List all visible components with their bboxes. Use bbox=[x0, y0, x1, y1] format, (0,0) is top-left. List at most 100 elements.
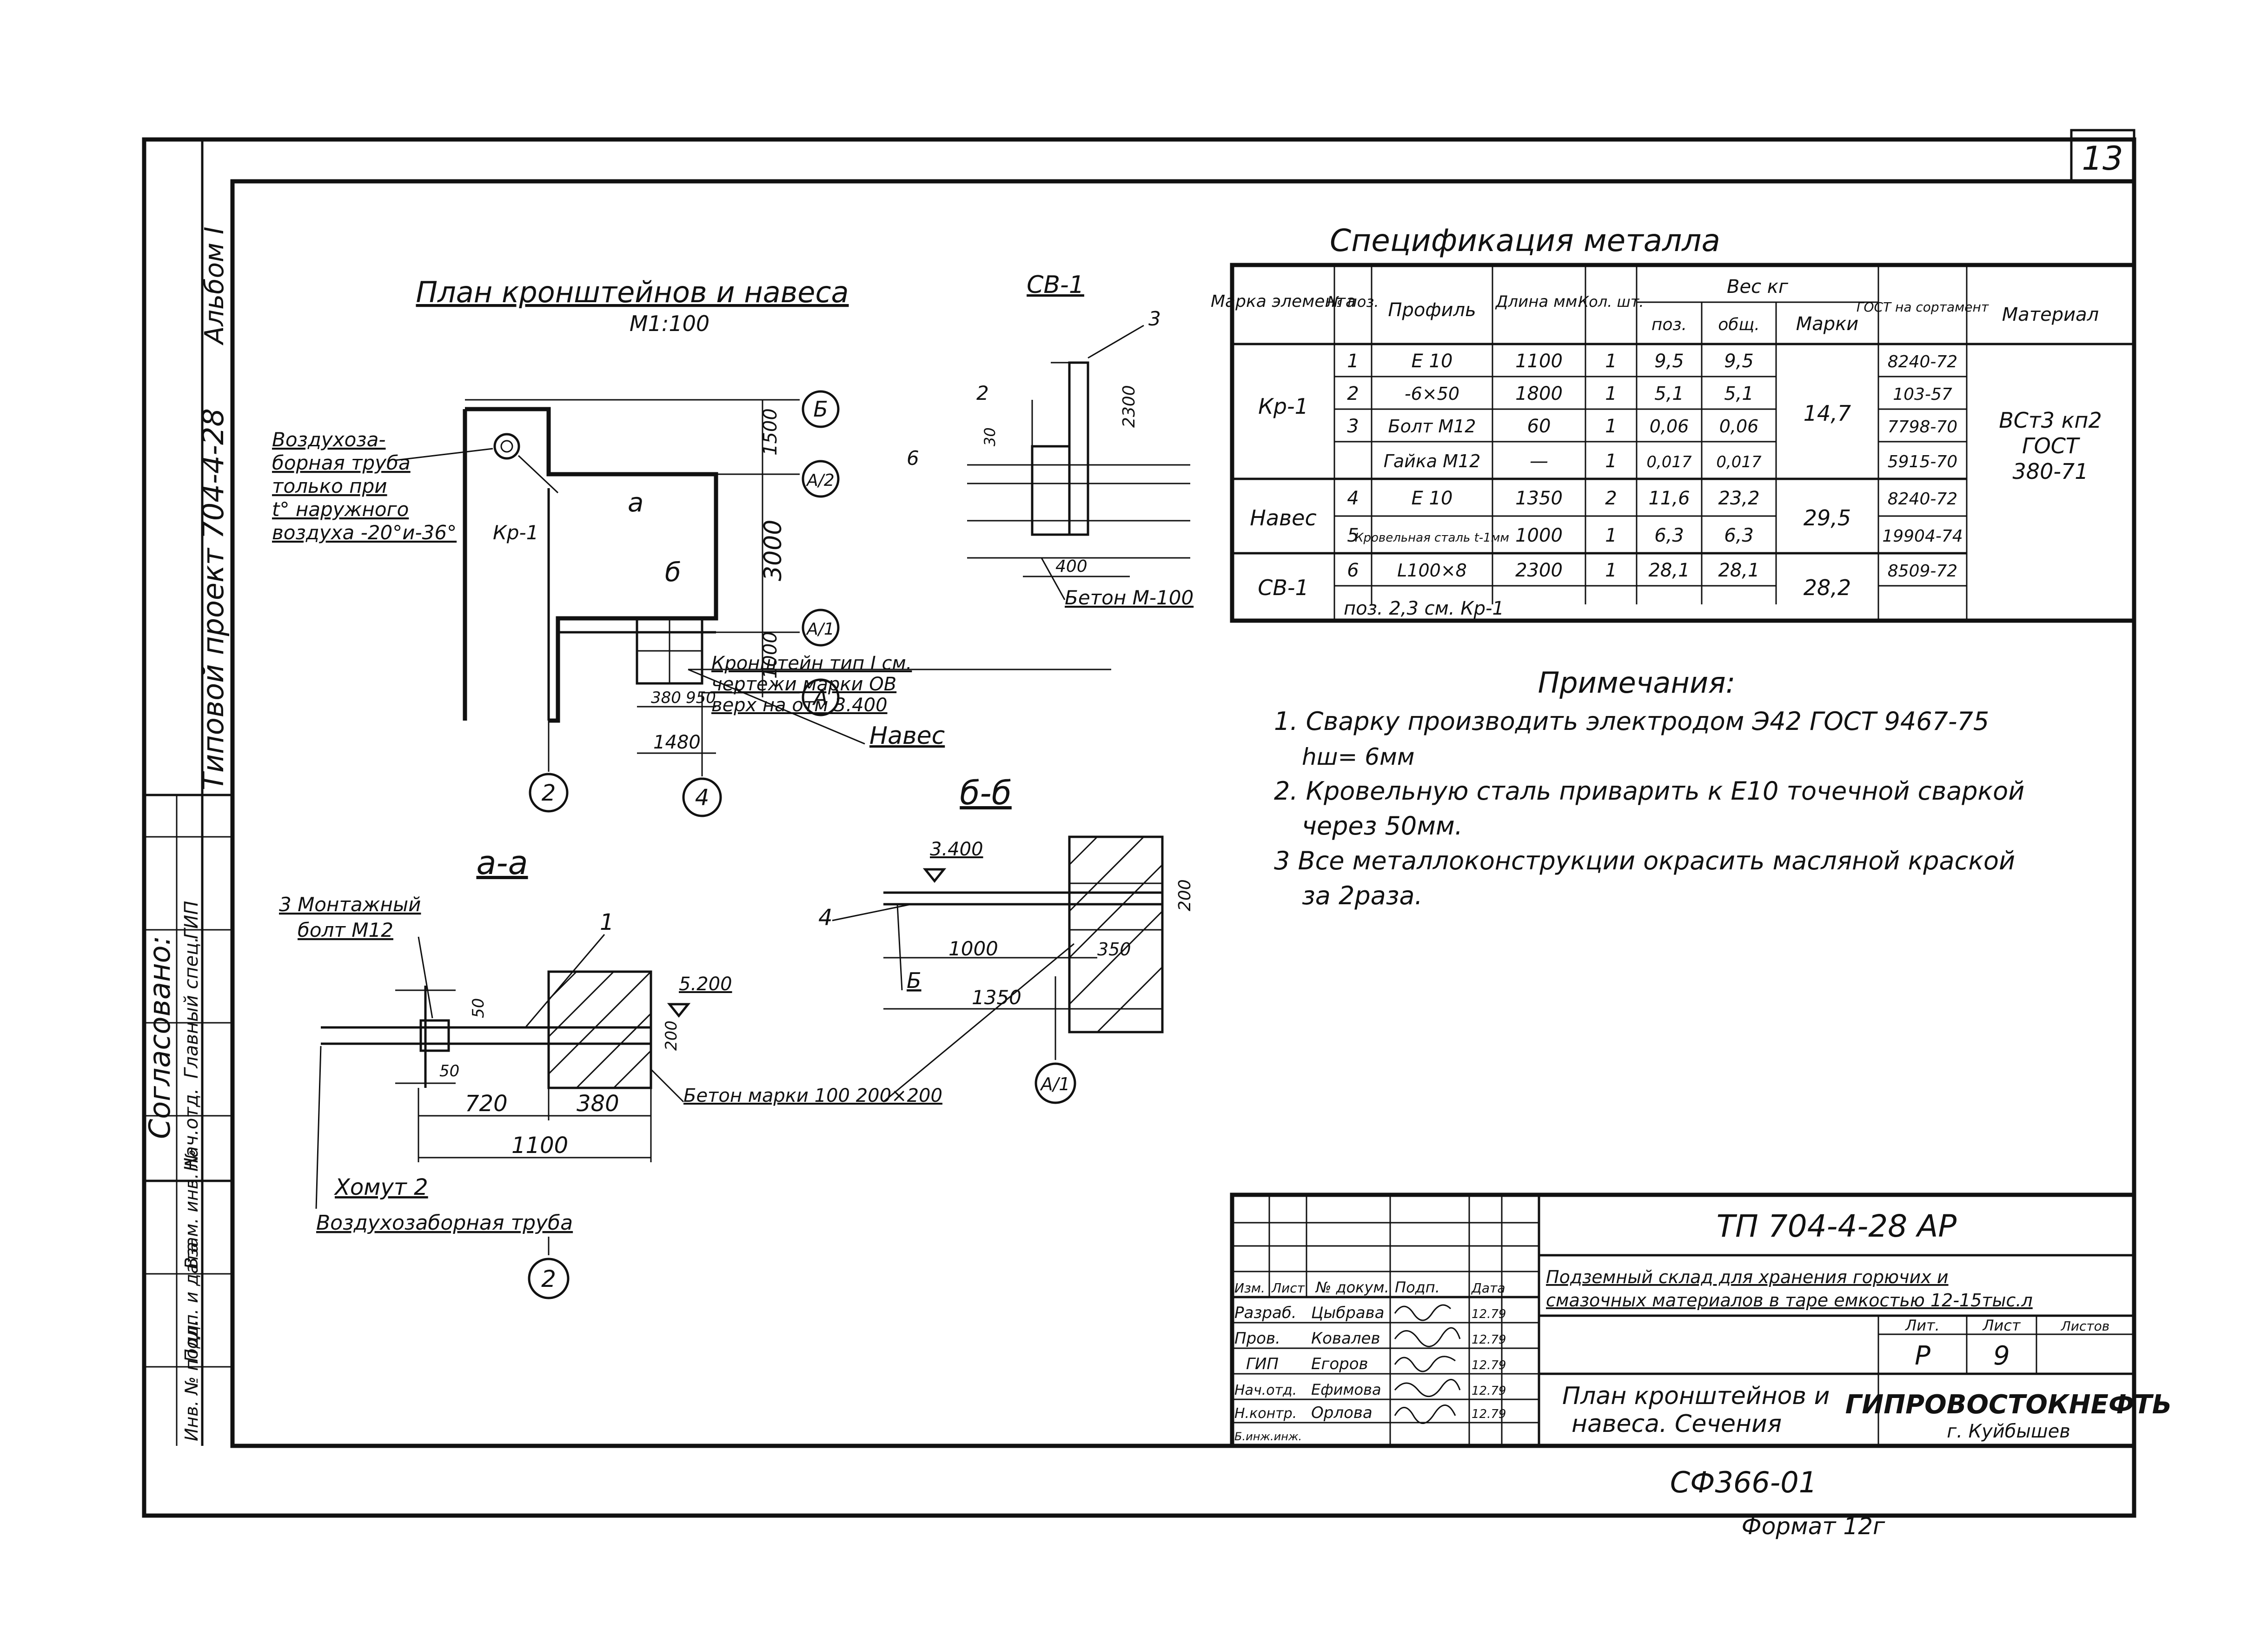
cell-pos: 4 bbox=[1347, 488, 1359, 509]
spec-wmark-sv1: 28,2 bbox=[1804, 575, 1851, 600]
role-5: Н.контр. bbox=[1234, 1405, 1297, 1422]
role-6: Б.инж.инж. bbox=[1234, 1430, 1302, 1443]
cell-pos: 1 bbox=[1347, 351, 1359, 372]
spec-title: Спецификация металла bbox=[1330, 223, 1720, 258]
cell-w-total: 9,5 bbox=[1724, 351, 1754, 372]
air-pipe-label-3: только при bbox=[272, 475, 387, 497]
date-5: 12.79 bbox=[1472, 1407, 1506, 1421]
sv1-label-2: 2 bbox=[976, 382, 989, 404]
cell-count: 1 bbox=[1605, 416, 1617, 437]
stamp-row-2: Подп. и дата bbox=[181, 1242, 202, 1362]
cell-pos: 6 bbox=[1347, 560, 1359, 581]
cell-w-pos: 5,1 bbox=[1654, 383, 1684, 404]
bb-item-4: 4 bbox=[818, 905, 833, 931]
sv1-label-6: 6 bbox=[907, 447, 919, 470]
hdr-w-pos: поз. bbox=[1651, 315, 1687, 334]
axis-A1: А/1 bbox=[806, 620, 835, 639]
note-line-3: 2. Кровельную сталь приварить к Е10 точе… bbox=[1274, 776, 2024, 806]
hdr-profile: Профиль bbox=[1388, 299, 1476, 321]
note-line-4: через 50мм. bbox=[1302, 811, 1463, 841]
stamp-row-3: Взам. инв. № bbox=[181, 1149, 202, 1269]
tb-hdr-sign: Подп. bbox=[1395, 1278, 1440, 1296]
bolt-label-1: 3 Монтажный bbox=[279, 893, 421, 916]
note-line-1: 1. Сварку производить электродом Э42 ГОС… bbox=[1274, 707, 1989, 736]
hdr-w-total: общ. bbox=[1718, 315, 1760, 334]
cell-pos: 2 bbox=[1347, 383, 1359, 404]
tb-hdr-date: Дата bbox=[1471, 1280, 1505, 1296]
signature-1 bbox=[1394, 1304, 1452, 1321]
bracket-note-3: верх на отм 3.400 bbox=[711, 695, 888, 716]
section-aa-title: а-а bbox=[476, 844, 528, 882]
cell-count: 1 bbox=[1605, 383, 1617, 404]
aa-dim-1100: 1100 bbox=[511, 1133, 568, 1159]
cell-length: 1100 bbox=[1515, 351, 1563, 372]
cell-w-pos: 11,6 bbox=[1648, 488, 1690, 509]
cell-w-pos: 28,1 bbox=[1648, 560, 1690, 581]
spec-row: Гайка М12 — 1 0,017 0,017 5915-70 bbox=[1384, 450, 1958, 472]
date-4: 12.79 bbox=[1472, 1384, 1506, 1398]
side-stamp: Типовой проект 704-4-28 Альбом I Согласо… bbox=[143, 139, 232, 1446]
cell-length: 2300 bbox=[1515, 560, 1563, 581]
hdr-count: Кол. шт. bbox=[1578, 293, 1644, 311]
plan-dim-5: 950 bbox=[686, 689, 716, 707]
spec-row: 5 Кровельная сталь t-1мм 1000 1 6,3 6,3 … bbox=[1347, 525, 1963, 546]
plan-dim-2: 3000 bbox=[759, 520, 787, 581]
axis-A: А bbox=[812, 685, 828, 710]
aa-dim-50b: 50 bbox=[439, 1062, 459, 1080]
plan-cut-a: а bbox=[628, 488, 643, 518]
notes-title: Примечания: bbox=[1538, 666, 1736, 700]
album-label: Альбом I bbox=[199, 227, 230, 345]
cell-w-pos: 6,3 bbox=[1654, 525, 1684, 546]
air-pipe-symbol bbox=[493, 433, 520, 460]
axis-A2: А/2 bbox=[806, 471, 835, 490]
spec-mark-kr1: Кр-1 bbox=[1258, 394, 1308, 419]
spec-wmark-canopy: 29,5 bbox=[1804, 505, 1851, 530]
spec-row: 2 -6×50 1800 1 5,1 5,1 103-57 bbox=[1347, 383, 1952, 404]
cell-w-total: 6,3 bbox=[1724, 525, 1754, 546]
bb-dim-1350: 1350 bbox=[972, 986, 1021, 1009]
bracket-note-2: чертежи марки ОВ bbox=[711, 674, 896, 695]
footer-doc: СФ366-01 bbox=[1670, 1465, 1817, 1499]
cell-w-pos: 9,5 bbox=[1654, 351, 1684, 372]
cell-count: 1 bbox=[1605, 351, 1617, 372]
material-1: ВСт3 кп2 bbox=[1999, 408, 2102, 433]
sv1-label-2300: 2300 bbox=[1120, 385, 1139, 428]
wall-block bbox=[547, 970, 652, 1089]
material-2: ГОСТ bbox=[2022, 433, 2081, 458]
sheet-value: 9 bbox=[1993, 1341, 2010, 1371]
agreed-label: Согласовано: bbox=[143, 936, 177, 1139]
date-3: 12.79 bbox=[1472, 1358, 1506, 1372]
bb-b-label: Б bbox=[907, 968, 922, 993]
air-pipe-label-4: t° наружного bbox=[272, 498, 409, 521]
cell-gost: 8240-72 bbox=[1888, 352, 1957, 371]
bb-dim-350: 350 bbox=[1097, 939, 1131, 960]
sheet-title-1: План кронштейнов и bbox=[1562, 1382, 1830, 1410]
aa-dim-380: 380 bbox=[577, 1091, 619, 1117]
cell-w-total: 5,1 bbox=[1724, 383, 1754, 404]
name-5: Орлова bbox=[1311, 1404, 1373, 1422]
section-bb: б-б 3.400 4 1000 350 1350 200 Б А/1 bbox=[818, 774, 1194, 1104]
cell-count: 2 bbox=[1605, 488, 1617, 509]
cell-count: 1 bbox=[1605, 525, 1617, 546]
spec-table: Спецификация металла Марка элемента № по… bbox=[1211, 223, 2136, 623]
cell-profile: Е 10 bbox=[1412, 488, 1453, 509]
bolt-label-2: болт М12 bbox=[298, 919, 393, 941]
tb-hdr-doc: № докум. bbox=[1315, 1278, 1389, 1296]
material-3: 380-71 bbox=[2013, 459, 2089, 484]
cell-gost: 7798-70 bbox=[1888, 417, 1957, 437]
sheets-hdr: Листов bbox=[2061, 1318, 2110, 1334]
hdr-material: Материал bbox=[2002, 304, 2099, 325]
cell-w-total: 28,1 bbox=[1718, 560, 1759, 581]
aa-dim-720: 720 bbox=[465, 1091, 508, 1117]
project-number: Типовой проект 704-4-28 bbox=[196, 408, 230, 790]
spec-row: 3 Болт М12 60 1 0,06 0,06 7798-70 bbox=[1347, 416, 1957, 437]
clamp-label: Хомут 2 bbox=[333, 1174, 428, 1200]
kr-label: Кр-1 bbox=[493, 521, 538, 544]
cell-gost: 8509-72 bbox=[1888, 562, 1957, 581]
cell-length: — bbox=[1530, 450, 1548, 472]
cell-profile: Кровельная сталь t-1мм bbox=[1355, 531, 1509, 545]
cell-profile: Гайка М12 bbox=[1384, 451, 1481, 471]
note-line-2: hш= 6мм bbox=[1302, 743, 1414, 770]
aa-mark: 5.200 bbox=[679, 974, 732, 995]
